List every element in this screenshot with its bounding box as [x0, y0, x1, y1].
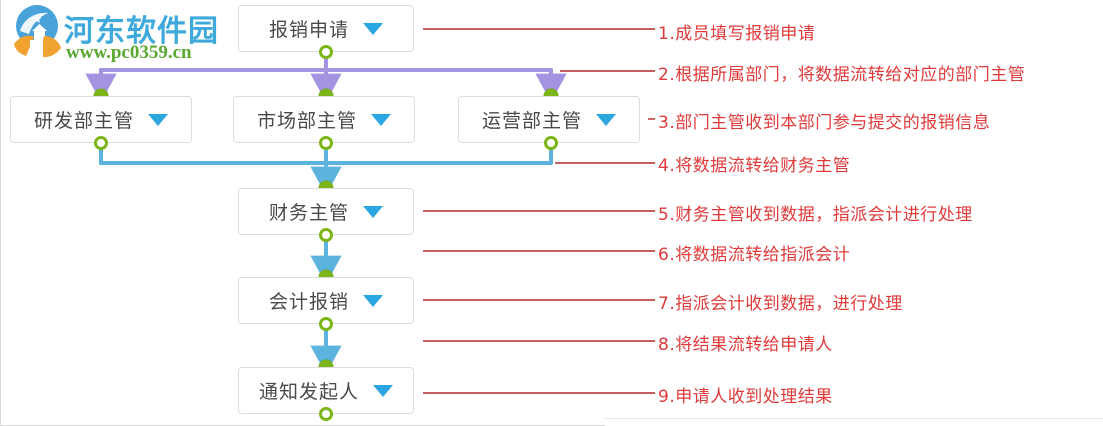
port-out-shichangbuzhuguan[interactable] [319, 136, 333, 150]
chevron-down-icon[interactable] [371, 113, 391, 126]
node-label: 会计报销 [268, 291, 349, 313]
annotation-1: 1.成员填写报销申请 [658, 19, 815, 44]
chevron-down-icon[interactable] [363, 294, 383, 307]
node-label: 报销申请 [268, 19, 349, 41]
watermark-title: 河东软件园 [64, 14, 219, 49]
port-out-caiwuzhuguan[interactable] [319, 228, 333, 242]
node-baoxiaoshenqing[interactable]: 报销申请 [238, 5, 414, 52]
annotation-2: 2.根据所属部门，将数据流转给对应的部门主管 [658, 60, 1025, 85]
pc0359-logo-icon [14, 5, 61, 60]
annotation-number: 7. [658, 294, 676, 314]
annotation-text: 将结果流转给申请人 [675, 335, 833, 355]
chevron-down-icon[interactable] [148, 113, 168, 126]
annotation-text: 将数据流转给指派会计 [675, 245, 851, 265]
annotation-3: 3.部门主管收到本部门参与提交的报销信息 [658, 108, 990, 133]
annotation-5: 5.财务主管收到数据，指派会计进行处理 [658, 200, 973, 225]
node-label: 财务主管 [268, 202, 349, 224]
node-label: 通知发起人 [258, 381, 359, 403]
chevron-down-icon[interactable] [596, 113, 616, 126]
annotation-text: 将数据流转给财务主管 [675, 156, 851, 176]
annotation-4: 4.将数据流转给财务主管 [658, 151, 850, 176]
annotation-8: 8.将结果流转给申请人 [658, 330, 833, 355]
port-out-baoxiaoshenqing[interactable] [319, 45, 333, 59]
node-caiwuzhuguan[interactable]: 财务主管 [238, 188, 414, 235]
chevron-down-icon[interactable] [363, 22, 383, 35]
node-yunyingbuzhuguan[interactable]: 运营部主管 [458, 96, 640, 143]
annotation-9: 9.申请人收到处理结果 [658, 382, 833, 407]
chevron-down-icon[interactable] [373, 384, 393, 397]
node-label: 研发部主管 [33, 110, 134, 132]
node-yanfabuzhuguan[interactable]: 研发部主管 [10, 96, 192, 143]
node-kuaijibaoxiao[interactable]: 会计报销 [238, 277, 414, 324]
annotation-number: 9. [658, 387, 676, 407]
annotation-number: 5. [658, 205, 676, 225]
annotation-number: 2. [658, 65, 676, 85]
annotation-text: 财务主管收到数据，指派会计进行处理 [675, 205, 973, 225]
port-out-yanfabuzhuguan[interactable] [94, 136, 108, 150]
annotation-text: 申请人收到处理结果 [675, 387, 833, 407]
annotation-text: 部门主管收到本部门参与提交的报销信息 [675, 113, 991, 133]
annotation-number: 8. [658, 335, 676, 355]
annotation-number: 4. [658, 156, 676, 176]
node-label: 市场部主管 [256, 110, 357, 132]
canvas-frame-bottom-rule [604, 418, 1103, 419]
annotation-6: 6.将数据流转给指派会计 [658, 240, 850, 265]
annotation-number: 3. [658, 113, 676, 133]
annotation-text: 成员填写报销申请 [675, 24, 816, 44]
node-tongzhifaqiren[interactable]: 通知发起人 [238, 367, 414, 414]
annotation-number: 6. [658, 245, 676, 265]
port-out-tongzhifaqiren[interactable] [319, 407, 333, 421]
port-out-kuaijibaoxiao[interactable] [319, 317, 333, 331]
annotation-number: 1. [658, 24, 676, 44]
port-out-yunyingbuzhuguan[interactable] [544, 136, 558, 150]
annotation-text: 指派会计收到数据，进行处理 [675, 294, 903, 314]
annotation-text: 根据所属部门，将数据流转给对应的部门主管 [675, 65, 1026, 85]
watermark-url: www.pc0359.cn [66, 42, 192, 63]
chevron-down-icon[interactable] [363, 205, 383, 218]
watermark: 河东软件园 www.pc0359.cn [8, 2, 236, 68]
node-label: 运营部主管 [481, 110, 582, 132]
annotation-7: 7.指派会计收到数据，进行处理 [658, 289, 903, 314]
